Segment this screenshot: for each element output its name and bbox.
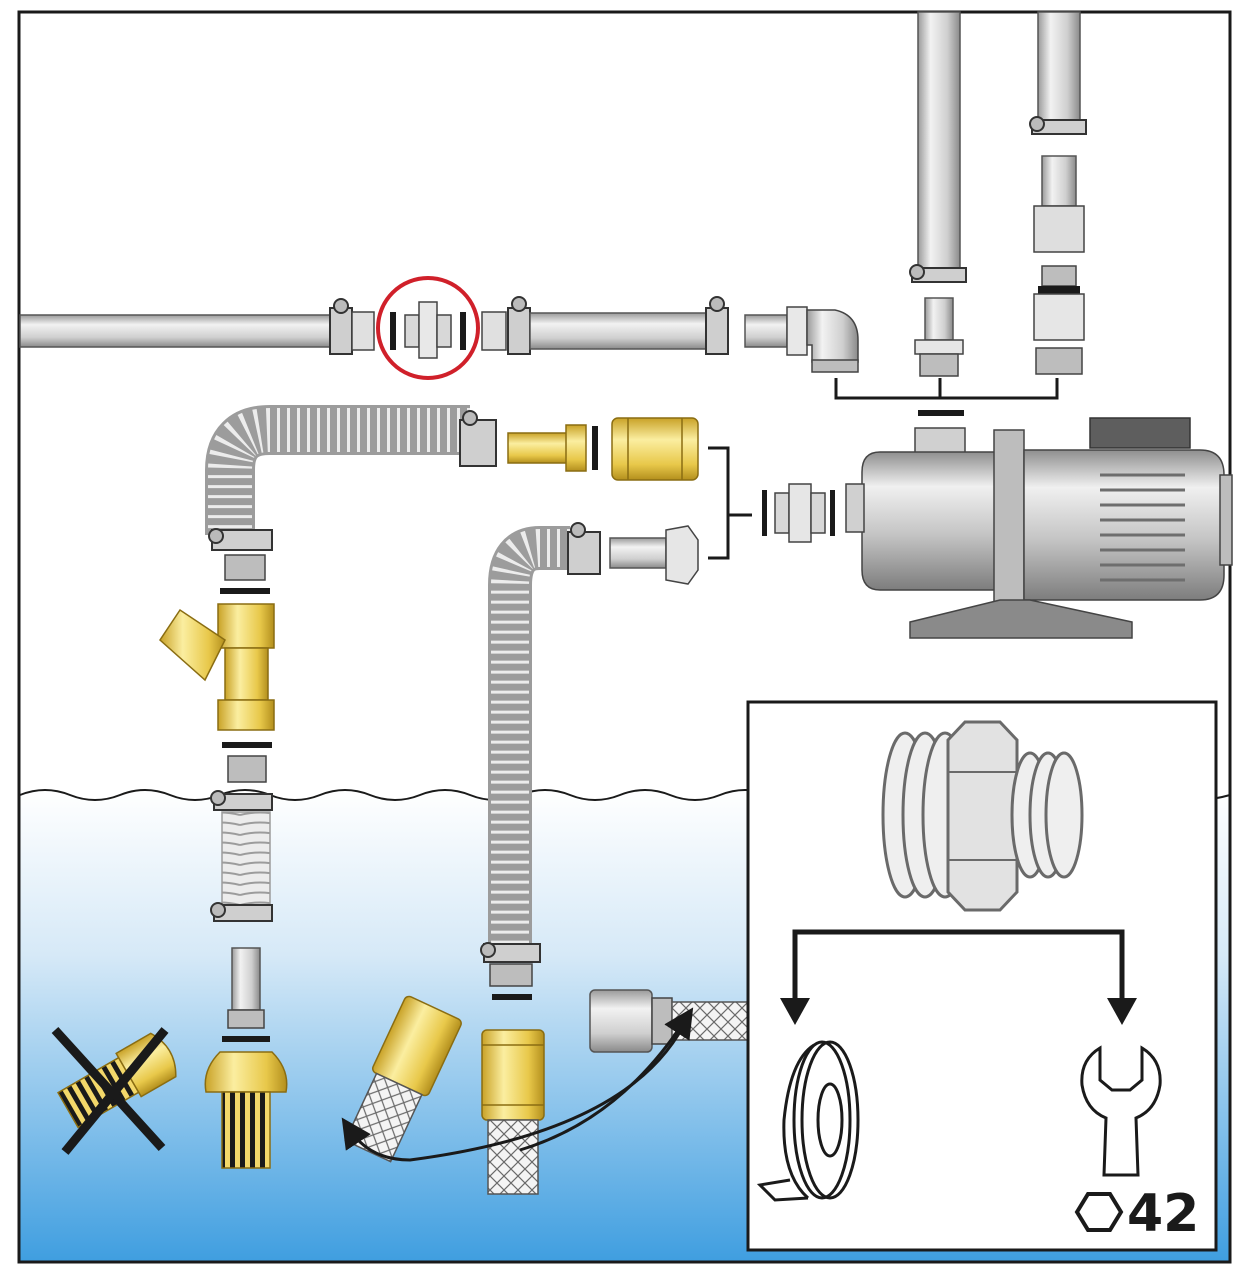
arrow-icon (1107, 998, 1137, 1025)
elbow-fitting (806, 309, 859, 373)
inset-box: 42 (746, 700, 1218, 1252)
suction-hose-left (205, 405, 497, 594)
thread-tape-icon (756, 1040, 860, 1202)
check-valve-strainer-vertical (481, 1029, 545, 1195)
pump (845, 417, 1233, 639)
gasket (222, 742, 272, 748)
pipe-segment (481, 296, 729, 355)
outlet-bracket (834, 378, 1059, 400)
crossed-out-icon (51, 1026, 177, 1155)
hose-clamp-icon (329, 307, 353, 355)
hose-clamp-icon (459, 419, 497, 467)
arrow-icon (792, 929, 1125, 1000)
vertical-pipe-right (1029, 11, 1087, 375)
threaded-nipple-detail (881, 720, 1084, 912)
brass-check-valve (611, 417, 699, 481)
inlet-nipple (762, 483, 835, 543)
y-strainer (159, 603, 275, 731)
hose-clamp-icon (705, 307, 729, 355)
inlet-bracket (708, 446, 752, 560)
vertical-pipe-middle (909, 11, 967, 377)
hexagon-icon (1074, 1192, 1124, 1232)
suction-hose-right (480, 522, 601, 1000)
gasket (918, 410, 964, 416)
union-fitting (390, 301, 466, 359)
grey-hose-barb (609, 525, 699, 585)
wrench-size-label: 42 (1127, 1184, 1199, 1244)
arrow-icon (341, 1007, 694, 1162)
horizontal-delivery-pipe (19, 298, 375, 355)
highlight-circle (376, 276, 480, 380)
hose-clamp-icon (507, 307, 531, 355)
hose-barb-adapter (744, 306, 808, 356)
outer-frame (17, 10, 1232, 1264)
arrow-icon (780, 998, 810, 1025)
brass-foot-valve (204, 1051, 288, 1169)
hose-clamp-icon (567, 531, 601, 575)
lower-left-hose (210, 755, 273, 1042)
wrench-icon (1080, 1045, 1162, 1177)
brass-hose-barb (507, 424, 598, 472)
